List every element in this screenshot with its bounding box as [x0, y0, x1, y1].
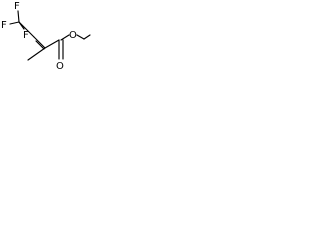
molecule-structure: F F F O O: [1, 1, 91, 72]
bond-c-methyl: [27, 47, 46, 61]
atom-fluorine-bottom: F: [23, 30, 29, 41]
bond-ch2-ch3: [83, 34, 91, 40]
bond-double-cc: [33, 36, 46, 49]
atom-oxygen-carbonyl: O: [56, 61, 64, 72]
bond-c-o-ester: [60, 34, 70, 41]
bond-double-cc-inner: [35, 40, 45, 50]
bond-o-ch2: [76, 34, 85, 40]
bond-c-f-top: [17, 10, 20, 23]
atom-fluorine-left: F: [1, 20, 7, 31]
atom-fluorine-top: F: [14, 1, 20, 12]
bond-cf3-ch: [18, 21, 35, 38]
structure-canvas: F F F O O: [0, 0, 92, 91]
atom-oxygen-ester: O: [69, 30, 77, 41]
bond-c-carbonyl: [44, 39, 60, 49]
bond-c-f-left: [9, 21, 20, 25]
